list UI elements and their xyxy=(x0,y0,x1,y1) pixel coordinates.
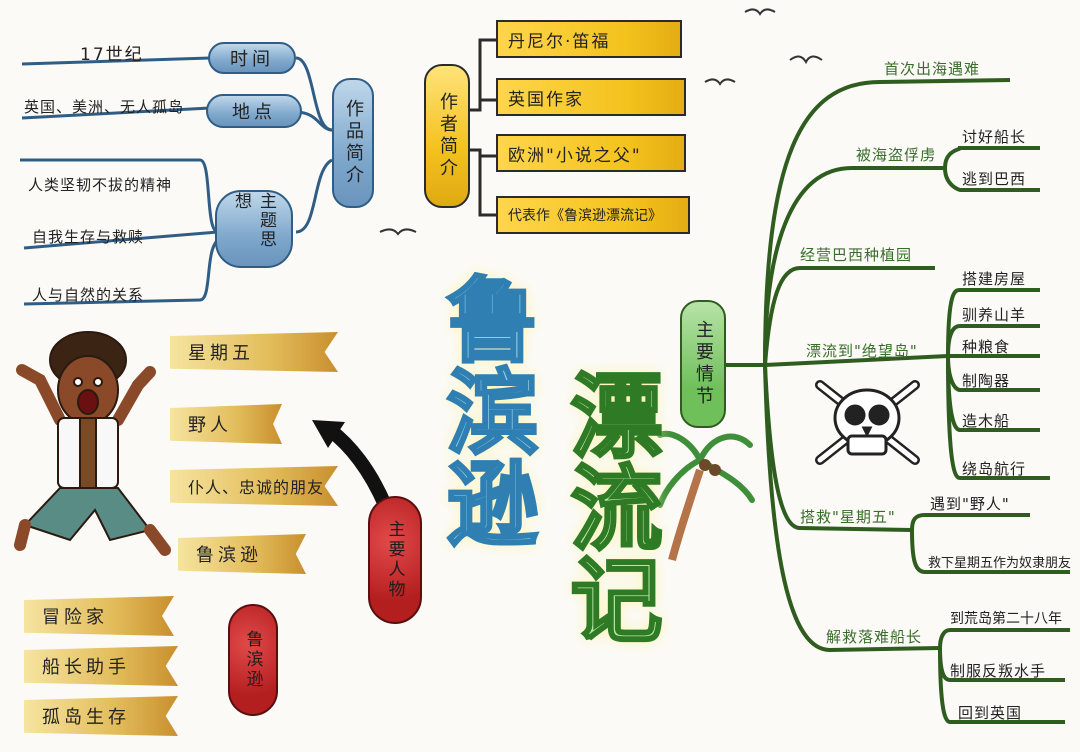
author-item: 欧洲"小说之父" xyxy=(496,134,686,172)
friday-tag: 野人 xyxy=(170,404,282,444)
robinson-tag-text: 孤岛生存 xyxy=(42,707,130,728)
time-node: 时间 xyxy=(208,42,296,74)
place-value: 英国、美洲、无人孤岛 xyxy=(24,98,185,116)
theme-item: 自我生存与救赎 xyxy=(32,228,145,246)
plot-item: 讨好船长 xyxy=(962,128,1027,146)
plot-item: 造木船 xyxy=(962,412,1011,430)
friday-tag: 鲁滨逊 xyxy=(178,534,306,574)
author-item: 代表作《鲁滨逊漂流记》 xyxy=(496,196,690,234)
robinson-tag: 孤岛生存 xyxy=(24,696,178,736)
plot-item: 制陶器 xyxy=(962,372,1011,390)
theme-label: 主题思想 xyxy=(231,192,276,249)
plot-branch: 解救落难船长 xyxy=(826,628,923,646)
author-item: 丹尼尔·笛福 xyxy=(496,20,682,58)
plot-branch: 搭救"星期五" xyxy=(800,508,896,526)
robinson-node-label: 鲁滨逊 xyxy=(242,630,263,690)
friday-tag: 星期五 xyxy=(170,332,338,372)
robinson-tag: 冒险家 xyxy=(24,596,174,636)
place-label: 地点 xyxy=(232,102,276,123)
work-intro-node: 作品简介 xyxy=(332,78,374,208)
time-value: 17世纪 xyxy=(80,45,144,65)
author-item-text: 丹尼尔·笛福 xyxy=(508,31,611,52)
author-intro-label: 作者简介 xyxy=(437,92,458,180)
plot-connectors xyxy=(725,78,1070,724)
work-intro-label: 作品简介 xyxy=(343,99,364,187)
plot-item: 种粮食 xyxy=(962,338,1011,356)
theme-item: 人类坚韧不拔的精神 xyxy=(28,176,173,194)
plot-item: 回到英国 xyxy=(958,704,1023,722)
main-characters-node: 主要人物 xyxy=(368,496,422,624)
time-label: 时间 xyxy=(230,49,274,70)
place-node: 地点 xyxy=(206,94,302,128)
skull-crossbones-illustration xyxy=(815,380,920,465)
palm-tree-illustration xyxy=(657,430,755,562)
seagull-doodles xyxy=(379,8,823,236)
author-item: 英国作家 xyxy=(496,78,686,116)
plot-item: 绕岛航行 xyxy=(962,460,1027,478)
main-plot-node: 主要情节 xyxy=(680,300,726,428)
title-right: 漂流记 xyxy=(554,367,664,646)
author-intro-node: 作者简介 xyxy=(424,64,470,208)
theme-node: 主题思想 xyxy=(215,190,293,268)
plot-item: 到荒岛第二十八年 xyxy=(950,611,1062,627)
plot-item: 搭建房屋 xyxy=(962,270,1027,288)
friday-tag: 仆人、忠诚的朋友 xyxy=(170,466,338,506)
friday-tag-text: 鲁滨逊 xyxy=(196,545,262,566)
author-item-text: 欧洲"小说之父" xyxy=(508,145,642,166)
main-plot-label: 主要情节 xyxy=(693,320,714,408)
plot-branch: 经营巴西种植园 xyxy=(800,246,913,264)
author-item-text: 代表作《鲁滨逊漂流记》 xyxy=(508,208,662,224)
robinson-tag-text: 冒险家 xyxy=(42,607,108,628)
plot-branch: 被海盗俘虏 xyxy=(856,146,937,164)
friday-tag-text: 仆人、忠诚的朋友 xyxy=(188,478,325,497)
plot-branch: 漂流到"绝望岛" xyxy=(806,342,918,360)
main-characters-label: 主要人物 xyxy=(384,520,405,600)
plot-item: 遇到"野人" xyxy=(930,495,1010,513)
robinson-tag-text: 船长助手 xyxy=(42,657,130,678)
author-item-text: 英国作家 xyxy=(508,89,584,110)
plot-item: 救下星期五作为奴隶朋友 xyxy=(928,556,1072,571)
work-intro-connectors xyxy=(20,56,333,306)
plot-branch: 首次出海遇难 xyxy=(884,60,981,78)
friday-tag-text: 野人 xyxy=(188,415,232,436)
plot-item: 制服反叛水手 xyxy=(950,662,1047,680)
plot-item: 逃到巴西 xyxy=(962,170,1027,188)
plot-item: 驯养山羊 xyxy=(962,306,1027,324)
friday-tag-text: 星期五 xyxy=(188,343,254,364)
arrow-to-characters xyxy=(312,420,392,512)
author-intro-connectors xyxy=(470,38,496,217)
title-left: 鲁滨逊 xyxy=(430,271,540,550)
robinson-node: 鲁滨逊 xyxy=(228,604,278,716)
theme-item: 人与自然的关系 xyxy=(32,286,145,304)
friday-character-illustration xyxy=(14,331,171,556)
robinson-tag: 船长助手 xyxy=(24,646,178,686)
